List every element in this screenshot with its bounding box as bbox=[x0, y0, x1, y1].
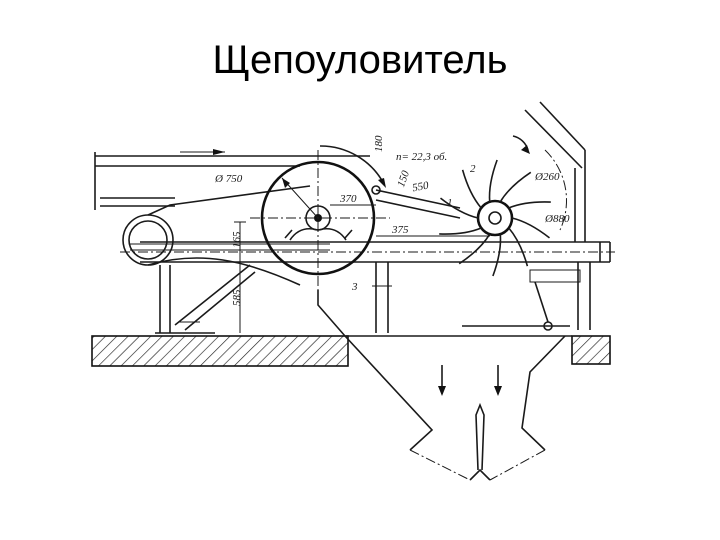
label-375: 375 bbox=[391, 224, 409, 236]
support-frame bbox=[155, 264, 256, 334]
main-drum bbox=[250, 150, 390, 290]
slide-title: Щепоуловитель bbox=[212, 38, 508, 82]
label-550: 550 bbox=[411, 180, 430, 195]
rotor-blade bbox=[458, 233, 491, 265]
label-165: 165 bbox=[231, 231, 243, 248]
rotor-blade bbox=[488, 159, 498, 202]
label-585: 585 bbox=[231, 289, 243, 306]
label-d880: Ø880 bbox=[544, 213, 570, 225]
left-pulley bbox=[122, 214, 174, 266]
lever-mechanism bbox=[462, 262, 591, 331]
rotor-blade bbox=[439, 227, 482, 235]
upper-frame bbox=[94, 149, 370, 210]
label-150: 150 bbox=[395, 169, 412, 189]
drive-belt bbox=[130, 185, 330, 286]
horizontal-beams bbox=[120, 241, 615, 263]
label-180: 180 bbox=[373, 135, 385, 152]
rotor-blade bbox=[499, 171, 532, 203]
diagram-labels: n= 22,3 об. Ø 750 Ø260 Ø880 180 150 550 … bbox=[214, 135, 570, 306]
label-d750: Ø 750 bbox=[214, 173, 243, 185]
floor-slab bbox=[91, 335, 611, 367]
discharge-chute bbox=[524, 101, 586, 242]
hopper bbox=[317, 290, 566, 481]
rotor-blade bbox=[508, 201, 551, 209]
label-d260: Ø260 bbox=[534, 171, 560, 183]
rotor bbox=[439, 135, 567, 277]
posts bbox=[372, 262, 392, 333]
label-2: 2 bbox=[470, 163, 476, 175]
label-3: 3 bbox=[351, 281, 358, 293]
label-rpm: n= 22,3 об. bbox=[396, 151, 447, 163]
dimension-lines bbox=[234, 204, 455, 333]
drum-hood bbox=[319, 145, 386, 188]
rotor-blade bbox=[511, 217, 550, 239]
rotor-blade bbox=[461, 169, 482, 209]
rotor-blade bbox=[508, 227, 529, 267]
label-1: 1 bbox=[447, 197, 453, 209]
label-370: 370 bbox=[339, 193, 357, 205]
rotor-blade bbox=[440, 197, 479, 219]
rotor-blade bbox=[492, 234, 502, 277]
